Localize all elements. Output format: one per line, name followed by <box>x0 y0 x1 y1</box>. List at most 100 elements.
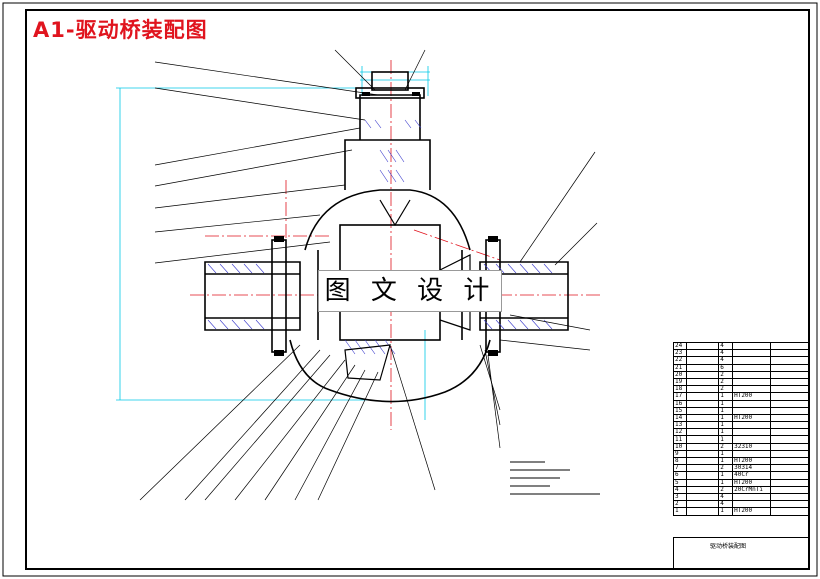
bom-cell <box>770 377 809 387</box>
bom-cell <box>685 500 720 509</box>
bom-cell: 4 <box>718 341 734 351</box>
bom-cell: 2 <box>718 464 734 473</box>
bom-cell <box>732 377 772 387</box>
bom-cell: 23 <box>673 349 687 358</box>
bom-cell <box>770 464 809 473</box>
bom-cell: 1 <box>718 421 734 430</box>
bom-cell <box>685 478 720 487</box>
watermark: 图 文 设 计 <box>318 270 502 312</box>
bom-cell <box>732 363 772 372</box>
bom-cell <box>770 471 809 480</box>
bom-cell <box>770 349 809 358</box>
bom-row: 24 4 <box>673 341 809 351</box>
bom-cell <box>732 356 772 365</box>
bom-cell: 5 <box>673 478 687 487</box>
bom-cell: 1 <box>718 456 734 466</box>
leader-lines <box>139 49 598 501</box>
bom-row: 16 1 <box>673 399 809 408</box>
technical-notes <box>510 461 600 495</box>
bom-cell <box>685 385 720 394</box>
bom-cell: HT200 <box>732 392 772 401</box>
bom-cell <box>770 406 809 415</box>
bom-cell: 18 <box>673 385 687 394</box>
bom-cell <box>685 349 720 358</box>
bom-cell: HT200 <box>732 413 772 423</box>
bom-cell: 4 <box>718 500 734 509</box>
bom-cell <box>770 370 809 379</box>
bom-cell <box>685 413 720 423</box>
bom-cell: 30314 <box>732 464 772 473</box>
bom-cell <box>732 385 772 394</box>
bom-cell: 40Cr <box>732 471 772 480</box>
bom-cell <box>770 442 809 451</box>
bom-cell: 20CrMnTi <box>732 485 772 494</box>
bom-cell: 6 <box>718 363 734 372</box>
bom-cell: 20 <box>673 370 687 379</box>
bom-cell <box>685 435 720 444</box>
bom-cell <box>770 507 809 516</box>
bom-cell: 24 <box>673 341 687 351</box>
bom-cell <box>770 385 809 394</box>
axle-hatching <box>207 263 553 330</box>
bom-cell: HT200 <box>732 478 772 487</box>
bom-cell: 1 <box>718 406 734 415</box>
bom-cell: 22 <box>673 356 687 365</box>
bom-cell <box>685 449 720 459</box>
bom-cell <box>685 507 720 516</box>
bom-cell <box>685 377 720 387</box>
bom-row: 20 2 <box>673 370 809 379</box>
bom-cell: 2 <box>673 500 687 509</box>
bom-cell <box>770 435 809 444</box>
bom-cell: 3 <box>673 492 687 502</box>
bom-cell: 4 <box>718 349 734 358</box>
bom-cell: 16 <box>673 399 687 408</box>
bom-cell: 32310 <box>732 442 772 451</box>
bom-cell: 8 <box>673 456 687 466</box>
bom-cell: 1 <box>673 507 687 516</box>
bom-row: 23 4 <box>673 349 809 358</box>
bom-cell: 1 <box>718 471 734 480</box>
bom-cell: 1 <box>718 392 734 401</box>
bom-cell <box>770 492 809 502</box>
bom-cell <box>770 456 809 466</box>
bom-cell <box>685 341 720 351</box>
bom-cell: 2 <box>718 370 734 379</box>
bom-cell <box>770 478 809 487</box>
inner-frame <box>25 9 810 570</box>
bom-cell: 1 <box>718 399 734 408</box>
dimension-lines <box>116 66 430 420</box>
bom-cell <box>770 485 809 494</box>
gear-hatching <box>344 119 422 355</box>
bom-cell: 2 <box>718 485 734 494</box>
bolts <box>274 92 498 356</box>
bom-cell: 11 <box>673 435 687 444</box>
bom-cell <box>685 492 720 502</box>
bom-cell <box>685 399 720 408</box>
bom-cell: 14 <box>673 413 687 423</box>
bom-cell: 4 <box>718 356 734 365</box>
bom-cell: 2 <box>718 377 734 387</box>
bom-cell: 12 <box>673 428 687 437</box>
bom-cell <box>732 449 772 459</box>
bom-cell <box>732 399 772 408</box>
bom-cell <box>770 341 809 351</box>
bom-cell: 1 <box>718 449 734 459</box>
bom-cell <box>685 392 720 401</box>
bom-cell: 4 <box>718 492 734 502</box>
bom-cell: 6 <box>673 471 687 480</box>
differential-housing <box>289 71 491 403</box>
